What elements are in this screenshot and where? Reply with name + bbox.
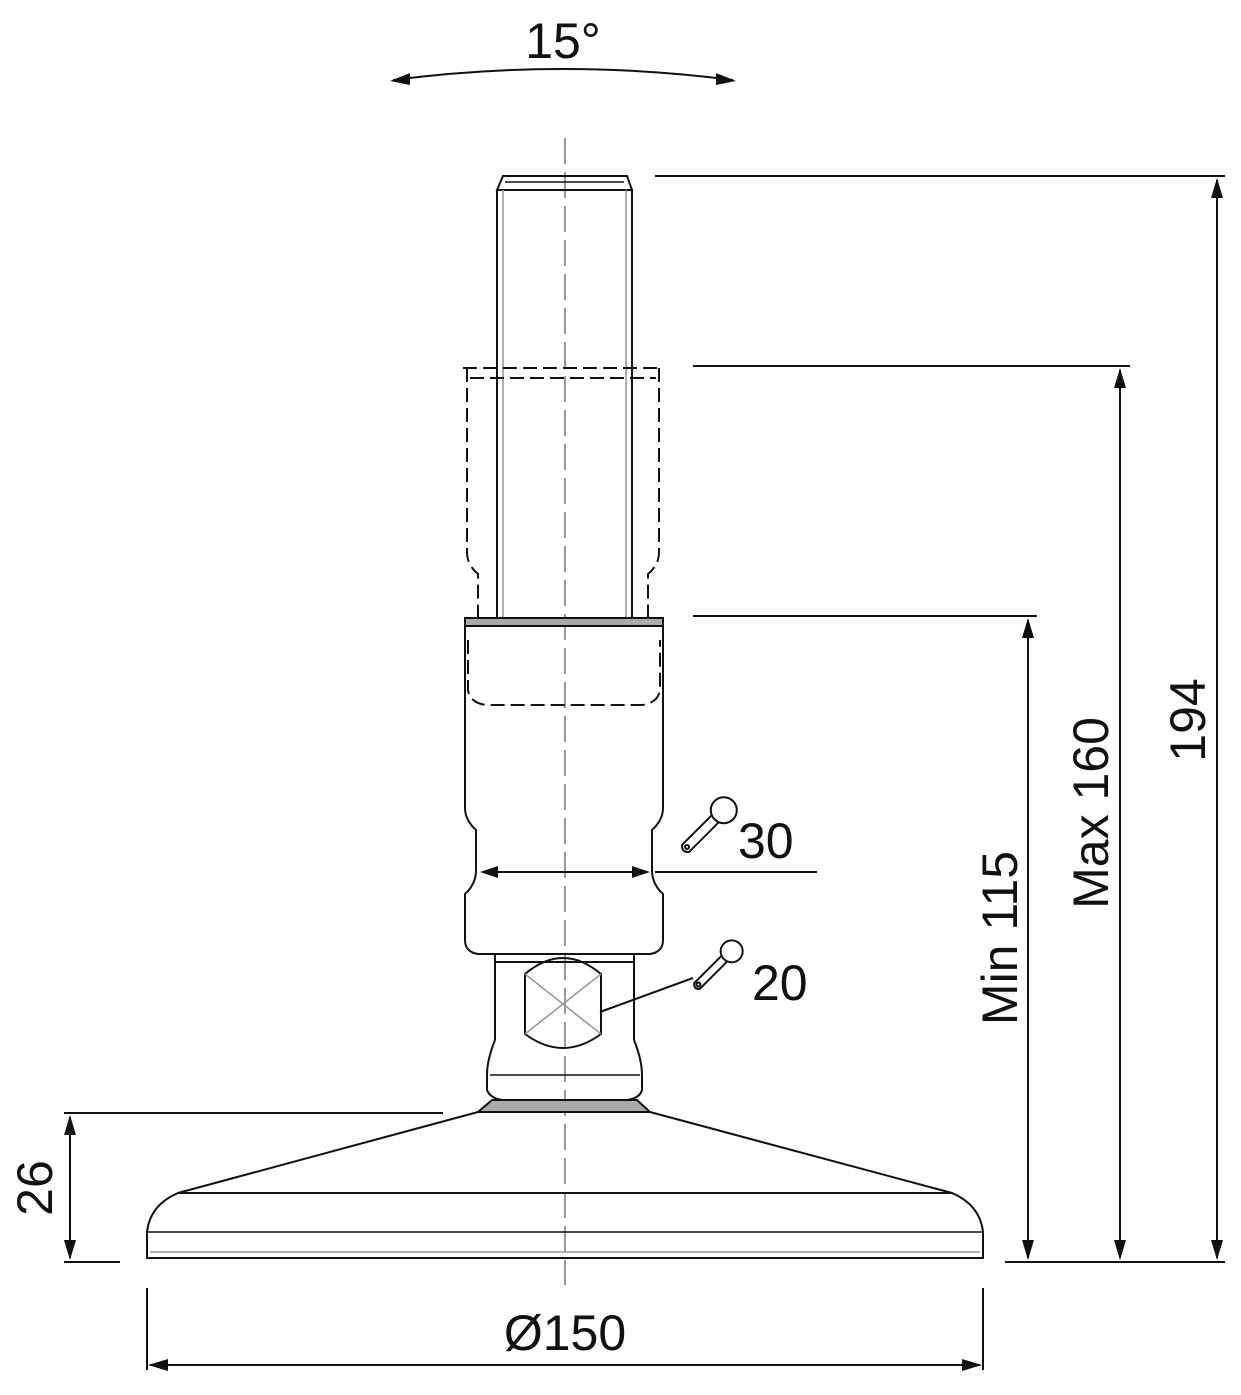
wrench-small-label: 20 (752, 955, 808, 1011)
wrench-small-callout: 20 (693, 939, 808, 1011)
dim-diameter-label: Ø150 (504, 1305, 626, 1361)
extension-lines (64, 175, 1225, 1370)
dimension-max-height: Max 160 (1063, 368, 1126, 1260)
wrench-large-label: 30 (738, 813, 794, 869)
swivel-angle-indicator: 15° (390, 13, 736, 85)
dimension-base-height: 26 (7, 1115, 76, 1260)
dim-max-label: Max 160 (1063, 717, 1119, 909)
dim-total-label: 194 (1160, 678, 1216, 761)
housing-body (464, 617, 817, 955)
dimension-diameter: Ø150 (148, 1305, 982, 1371)
hex-nut (494, 954, 694, 1049)
threaded-spindle (495, 175, 634, 618)
base-plate (146, 1111, 984, 1259)
max-extension-outline (463, 367, 663, 618)
dim-min-label: Min 115 (972, 851, 1028, 1025)
wrench-large-callout: 30 (681, 796, 794, 869)
dim-base-height-label: 26 (7, 1160, 63, 1216)
angle-label: 15° (525, 13, 601, 69)
dimension-min-height: Min 115 (972, 618, 1034, 1260)
wrench-icon (681, 796, 738, 853)
dimension-total-height: 194 (1160, 178, 1223, 1260)
wrench-icon (693, 939, 744, 990)
